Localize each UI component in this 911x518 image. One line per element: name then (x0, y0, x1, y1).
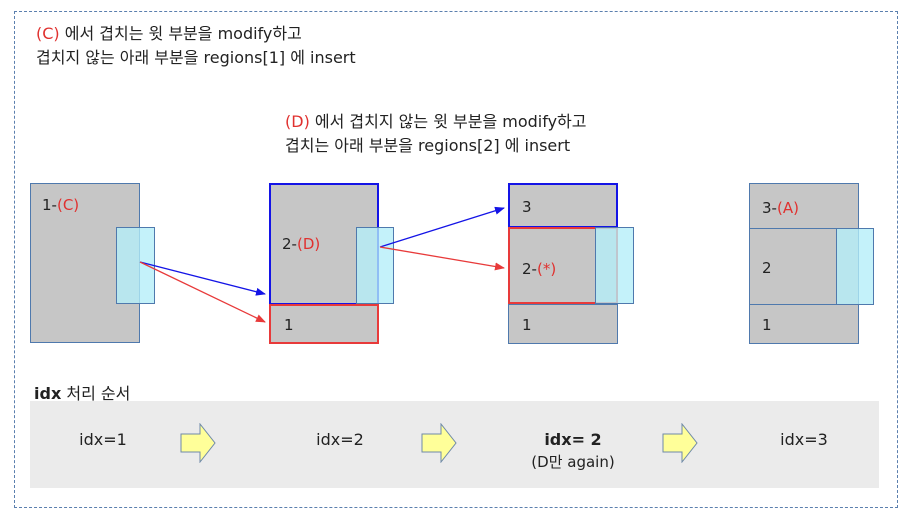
stage2-region-1 (269, 304, 379, 344)
stage2-top-mark: (D) (296, 235, 321, 253)
stage3-bottom-label: 1 (522, 316, 532, 334)
note-d-marker: (D) (285, 112, 310, 131)
sequence-title: idx 처리 순서 (34, 380, 130, 404)
stage1-label-text: 1- (42, 196, 57, 214)
arrow-d-to-2 (379, 246, 505, 271)
step-3-label: idx= 2 (544, 430, 602, 449)
stage2-bottom-label: 1 (284, 316, 294, 334)
sequence-bar: idx=1 idx=2 idx= 2 (D만 again) idx=3 (30, 401, 879, 488)
stage4-region-3a (749, 183, 859, 229)
diagram-frame (14, 11, 898, 508)
note-c-text1: 에서 겹치는 윗 부분을 modify하고 (59, 24, 302, 43)
step-3: idx= 2 (D만 again) (513, 430, 633, 472)
step-1: idx=1 (79, 430, 127, 449)
stage4-top-mark: (A) (776, 199, 799, 217)
stage4-overlap (836, 228, 874, 305)
stage2-top-label: 2-(D) (282, 235, 320, 253)
stage2-top-text: 2- (282, 235, 297, 253)
stage4-mid-label: 2 (762, 259, 772, 277)
note-c-line1: (C) 에서 겹치는 윗 부분을 modify하고 (36, 22, 302, 45)
stage1-label-mark: (C) (56, 196, 80, 214)
step-2: idx=2 (316, 430, 364, 449)
arrow-d-to-3 (379, 206, 505, 248)
note-d-text1: 에서 겹치지 않는 윗 부분을 modify하고 (309, 112, 587, 131)
stage3-region-1 (508, 304, 618, 344)
stage3-mid-label: 2-(*) (522, 260, 556, 278)
note-c-marker: (C) (36, 24, 60, 43)
arrow-c-to-1 (139, 261, 266, 323)
step-arrow-icon (662, 423, 698, 463)
step-arrow-icon (180, 423, 216, 463)
stage4-bottom-label: 1 (762, 316, 772, 334)
step-arrow-icon (421, 423, 457, 463)
stage3-overlap (595, 227, 634, 304)
stage4-top-text: 3- (762, 199, 777, 217)
sequence-title-bold: idx (34, 384, 62, 403)
note-d-line1: (D) 에서 겹치지 않는 윗 부분을 modify하고 (285, 110, 587, 133)
stage3-mid-mark: (*) (536, 260, 557, 278)
arrow-c-to-d (139, 261, 266, 296)
stage1-label: 1-(C) (42, 196, 79, 214)
note-c-line2: 겹치지 않는 아래 부분을 regions[1] 에 insert (36, 48, 356, 67)
note-d-line2: 겹치는 아래 부분을 regions[2] 에 insert (285, 136, 571, 155)
step-3-sub: (D만 again) (531, 453, 615, 471)
stage2-overlap (356, 227, 394, 304)
stage3-mid-text: 2- (522, 260, 537, 278)
sequence-title-rest: 처리 순서 (61, 384, 131, 403)
stage4-top-label: 3-(A) (762, 199, 799, 217)
step-4: idx=3 (780, 430, 828, 449)
stage4-region-1 (749, 304, 859, 344)
stage3-top-label: 3 (522, 198, 532, 216)
